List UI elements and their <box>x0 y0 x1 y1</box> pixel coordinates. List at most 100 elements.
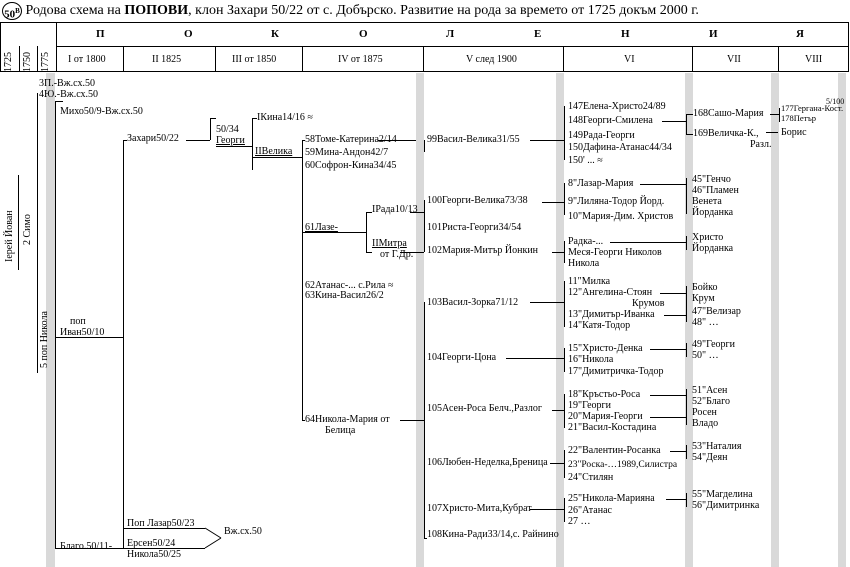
node-105: 105Асен-Роса Белч.,Разлог <box>427 403 542 414</box>
node-150b: 150' ... ≈ <box>568 155 603 166</box>
node-104: 104Георги-Цона <box>427 352 497 363</box>
column-4: IV от 1875 <box>338 54 383 65</box>
node-m52: 52"Благо <box>692 396 730 407</box>
node-ersen: Ерсен50/24 <box>127 538 176 549</box>
column-1: I от 1800 <box>68 54 106 65</box>
node-georgi: Георги <box>216 135 245 146</box>
header-divider <box>56 46 849 47</box>
node-148: 148Георги-Смилена <box>568 115 653 126</box>
node-101: 101Риста-Георги34/54 <box>427 222 522 233</box>
pokolenia-letter: П <box>96 28 105 40</box>
node-100: 100Георги-Велика73/38 <box>427 195 528 206</box>
node-178: 178Петър <box>781 113 817 123</box>
bracket-lines <box>204 527 222 549</box>
node-mesia: Меся-Георги Николов <box>568 247 662 258</box>
node-64: 64Никола-Мария от <box>305 414 390 425</box>
node-vlado: Владо <box>692 418 719 429</box>
node-pop: поп <box>70 316 86 327</box>
node-pop-lazar: Поп Лазар50/23 <box>127 518 195 529</box>
node-62: 62Атанас-... с.Рила ≈ <box>305 280 394 291</box>
header-table <box>0 22 849 72</box>
stripe <box>416 73 424 567</box>
lineage-22: 22"Валентин-Росанка <box>568 445 661 456</box>
pokolenia-letter: О <box>184 28 193 40</box>
node-102: 102Мария-Митър Йонкин <box>427 245 539 256</box>
pokolenia-letter: Н <box>621 28 630 40</box>
lineage-10: 10"Мария-Дим. Христов <box>568 211 674 222</box>
node-60: 60Софрон-Кина34/45 <box>305 160 397 171</box>
node-rada: IРада10/13 <box>372 204 418 215</box>
lineage-21: 21"Васил-Костадина <box>568 422 657 433</box>
column-5: V след 1900 <box>466 54 517 65</box>
column-8: VIII <box>805 54 823 65</box>
node-krum: Крум <box>692 293 715 304</box>
node-hristo: Христо <box>692 232 724 243</box>
lineage-12-krumov: Крумов <box>632 298 665 309</box>
page-title: 50В Родова схема на ПОПОВИ, клон Захари … <box>2 2 699 21</box>
pokolenia-letter: К <box>271 28 279 40</box>
node-jordanka-1: Йорданка <box>692 207 734 218</box>
stripe <box>771 73 779 567</box>
node-108: 108Кина-Ради33/14,с. Райнино <box>427 529 559 540</box>
ierei-joan: Iерей Йован <box>4 210 15 262</box>
node-nikola-c: Никола <box>568 258 600 269</box>
lineage-27: 27 … <box>568 516 591 527</box>
pokolenia-letter: Л <box>446 28 455 40</box>
ref-5-100: 5/100 <box>826 97 845 106</box>
node-169-razl: Разл. <box>750 139 772 150</box>
node-168: 168Сашо-Мария <box>693 108 764 119</box>
node-149: 149Рада-Георги <box>568 130 635 141</box>
stripe <box>685 73 693 567</box>
node-m51: 51"Асен <box>692 385 728 396</box>
stripe <box>556 73 564 567</box>
lineage-11: 11"Милка <box>568 276 611 287</box>
lineage-24: 24"Стилян <box>568 472 614 483</box>
column-2: II 1825 <box>152 54 182 65</box>
node-m54: 54"Деян <box>692 452 728 463</box>
pokolenia-letter: Е <box>534 28 542 40</box>
simo: 2 Симо <box>22 214 33 245</box>
node-m47: 47"Велизар <box>692 306 741 317</box>
node-169: 169Величка-К., <box>693 128 759 139</box>
lineage-23: 23"Роска-…1989,Силистра <box>568 460 678 470</box>
node-m45: 45"Генчо <box>692 174 731 185</box>
node-177: 177Гергана-Кост. <box>781 103 844 113</box>
node-veneta: Венета <box>692 196 722 207</box>
stripe <box>838 73 846 567</box>
node-m46: 46"Пламен <box>692 185 739 196</box>
node-m56: 56"Димитринка <box>692 500 760 511</box>
node-kina-14: IКина14/16 ≈ <box>257 112 313 123</box>
node-147: 147Елена-Христо24/89 <box>568 101 666 112</box>
lineage-18: 18"Кръстьо-Роса <box>568 389 641 400</box>
lineage-9: 9"Лиляна-Тодор Йорд. <box>568 196 665 207</box>
node-103: 103Васил-Зорка71/12 <box>427 297 519 308</box>
lineage-14: 14"Катя-Тодор <box>568 320 631 331</box>
year-1775: 1775 <box>40 52 51 72</box>
lineage-17: 17"Димитричка-Тодор <box>568 366 664 377</box>
node-3: 3П.-Вж.сх.50 <box>39 78 95 89</box>
node-miho: Михо50/9-Вж.сх.50 <box>60 106 143 117</box>
node-59: 59Мина-Андон42/7 <box>305 147 389 158</box>
node-99: 99Васил-Велика31/55 <box>427 134 520 145</box>
node-mitra: IIМитра <box>372 238 407 249</box>
node-m53: 53"Наталия <box>692 441 742 452</box>
node-m48: 48" … <box>692 317 719 328</box>
node-ot-gdr: от Г.Др. <box>380 249 414 260</box>
pokolenia-letter: Я <box>796 28 804 40</box>
node-58: 58Томе-Катерина2/14 <box>305 134 397 145</box>
lineage-20: 20"Мария-Георги <box>568 411 643 422</box>
lineage-16: 16"Никола <box>568 354 614 365</box>
node-61: 61Лазе- <box>305 222 338 233</box>
pokolenia-letter: О <box>359 28 368 40</box>
node-zahari: Захари50/22 <box>127 133 179 144</box>
node-50-34: 50/34 <box>216 124 239 135</box>
lineage-26: 26"Атанас <box>568 505 612 516</box>
node-106: 106Любен-Неделка,Бреница <box>427 457 548 468</box>
node-64-belica: Белица <box>325 425 356 436</box>
node-vzh: Вж.сх.50 <box>224 526 262 537</box>
lineage-13: 13"Димитър-Иванка <box>568 309 655 320</box>
year-1725: 1725 <box>3 52 14 72</box>
node-blago: Благо.50/11- <box>60 541 113 552</box>
node-m49: 49"Георги <box>692 339 735 350</box>
node-63: 63Кина-Васил26/2 <box>305 290 384 301</box>
